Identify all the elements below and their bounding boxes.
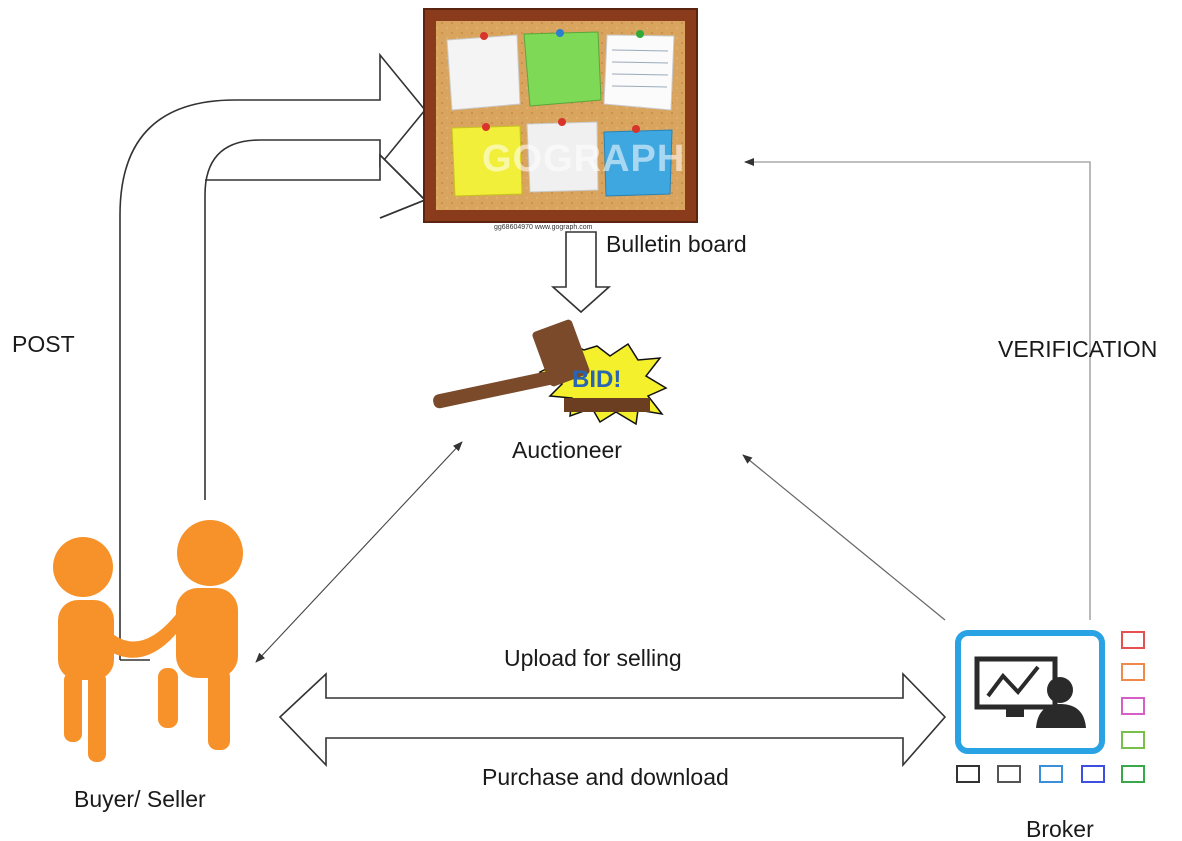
bid-sign-text: BID! [572, 366, 622, 393]
board-footer: gg68604970 www.gograph.com [494, 224, 593, 231]
auctioneer-label: Auctioneer [512, 437, 622, 463]
upload-for-selling-label: Upload for selling [504, 645, 682, 671]
purchase-and-download-label: Purchase and download [482, 764, 729, 790]
board-watermark: GOGRAPH [482, 138, 686, 180]
auctioneer-buyer-arrow [255, 441, 463, 663]
broker-image-tiles [956, 631, 1145, 783]
buyer-broker-double-arrow [278, 672, 947, 768]
verification-line [744, 158, 1091, 620]
broker-icon [955, 630, 1145, 783]
post-label: POST [12, 331, 75, 357]
post-arrow [119, 52, 427, 661]
broker-to-auctioneer-arrow [742, 454, 946, 621]
broker-label: Broker [1026, 816, 1094, 841]
buyer-seller-icon [53, 520, 243, 762]
auctioneer-icon [433, 319, 668, 426]
bulletin-board-label: Bulletin board [606, 231, 747, 257]
bulletin-board-icon [423, 8, 698, 223]
buyer-seller-label: Buyer/ Seller [74, 786, 206, 812]
board-to-auctioneer-arrow [550, 231, 612, 314]
verification-label: VERIFICATION [998, 336, 1158, 362]
